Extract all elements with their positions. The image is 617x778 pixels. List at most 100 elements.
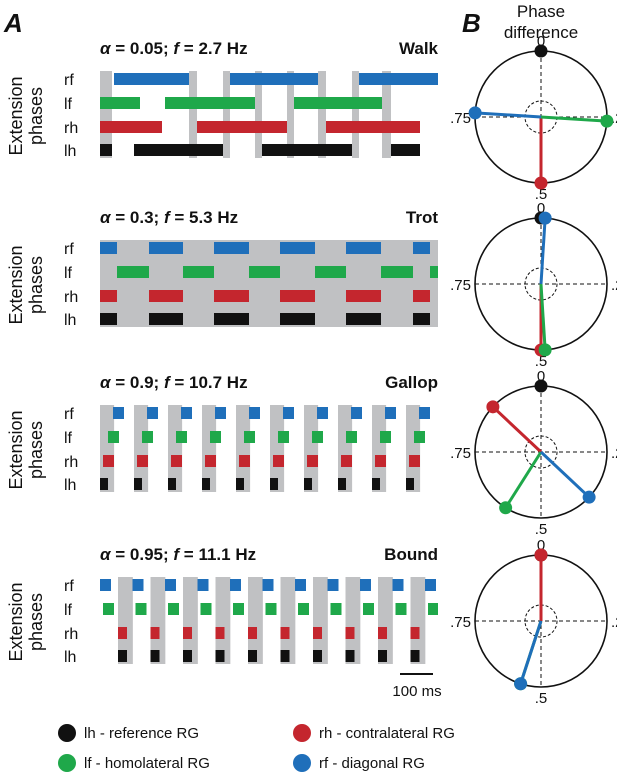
extension-bar-rf	[249, 407, 260, 419]
extension-bar-lh	[100, 478, 108, 490]
phase-difference-title-line-1: Phase	[517, 2, 565, 21]
phase-point-lf	[600, 114, 614, 128]
limb-label-rh: rh	[64, 289, 78, 306]
gait-name: Gallop	[385, 373, 438, 392]
extension-bar-rh	[280, 290, 315, 302]
phase-tick-025: .25	[611, 614, 617, 631]
y-axis-label-line-2: phases	[26, 256, 46, 314]
limb-label-rh: rh	[64, 454, 78, 471]
stance-column	[100, 405, 115, 492]
y-axis-label-line-1: Extension	[6, 245, 26, 324]
extension-bar-lf	[380, 431, 391, 443]
extension-bar-rh	[307, 455, 318, 467]
extension-bar-lh	[149, 313, 183, 325]
phase-tick-025: .25	[611, 277, 617, 294]
limb-label-rh: rh	[64, 626, 78, 643]
stance-column	[338, 405, 353, 492]
extension-bar-rh	[118, 627, 127, 639]
phase-tick-025: .25	[611, 445, 617, 462]
phase-tick-075: .75	[450, 277, 471, 294]
extension-bar-rf	[230, 73, 318, 85]
extension-bar-rh	[346, 290, 381, 302]
phase-circle-gallop: 0.25.5.75	[450, 368, 617, 538]
limb-label-lh: lh	[64, 312, 76, 329]
phase-point-rh	[486, 400, 500, 414]
phase-circle-trot: 0.25.5.75	[450, 200, 617, 370]
stance-column	[100, 71, 112, 158]
extension-bar-rf	[197, 579, 209, 591]
gait-name: Trot	[406, 208, 438, 227]
extension-bar-rh	[280, 627, 290, 639]
legend-item-rh: rh - contralateral RG	[293, 724, 455, 742]
stance-column	[378, 577, 393, 664]
extension-bar-lf	[117, 266, 149, 278]
extension-bar-lf	[165, 97, 255, 109]
phase-circle-bound: 0.25.5.75	[450, 537, 617, 707]
scale-bar-label: 100 ms	[392, 683, 441, 700]
stance-column	[134, 405, 149, 492]
limb-label-lh: lh	[64, 477, 76, 494]
extension-bar-rh	[345, 627, 355, 639]
legend-label-lh: lh - reference RG	[84, 724, 200, 742]
extension-bar-rf	[113, 407, 124, 419]
extension-bar-lh	[236, 478, 244, 490]
extension-bar-lh	[280, 650, 290, 662]
stance-column	[202, 405, 217, 492]
phase-circle-inner-dashed	[524, 267, 558, 301]
limb-label-lf: lf	[64, 430, 73, 447]
extension-bar-lf	[381, 266, 413, 278]
phase-vector-lf	[539, 283, 547, 350]
extension-bar-rf	[165, 579, 176, 591]
stance-column	[345, 577, 361, 664]
phase-tick-075: .75	[450, 614, 471, 631]
extension-bar-lh	[413, 313, 430, 325]
extension-bar-rf	[181, 407, 192, 419]
extension-bar-rf	[360, 579, 371, 591]
y-axis-label-line-1: Extension	[6, 76, 26, 155]
extension-bar-rf	[317, 407, 328, 419]
extension-bar-lh	[214, 313, 249, 325]
stance-column	[236, 405, 251, 492]
limb-label-rf: rf	[64, 406, 74, 423]
extension-bar-rh	[413, 290, 430, 302]
extension-bar-lf	[265, 603, 277, 615]
stance-column	[410, 577, 426, 664]
extension-bar-lf	[135, 603, 147, 615]
stance-column	[304, 405, 319, 492]
extension-bar-lf	[278, 431, 289, 443]
extension-bar-rf	[425, 579, 436, 591]
stance-column	[318, 71, 326, 158]
extension-bar-lh	[410, 650, 420, 662]
y-axis-label-line-2: phases	[26, 87, 46, 145]
extension-bar-rf	[413, 242, 430, 254]
legend-label-lf: lf - homolateral RG	[84, 754, 210, 772]
phase-difference-title-line-2: difference	[504, 23, 578, 42]
phase-tick-075: .75	[450, 110, 471, 127]
stance-column	[189, 71, 197, 158]
extension-bar-lf	[428, 603, 438, 615]
extension-bar-rf	[114, 73, 189, 85]
extension-bar-rh	[103, 455, 114, 467]
extension-bar-lh	[304, 478, 312, 490]
phase-vector-rf	[539, 450, 591, 499]
limb-label-lh: lh	[64, 143, 76, 160]
limb-label-rf: rf	[64, 241, 74, 258]
stance-column	[215, 577, 231, 664]
extension-bar-rf	[351, 407, 362, 419]
extension-bar-lh	[100, 313, 117, 325]
extension-bar-rh	[214, 290, 249, 302]
legend-item-lh: lh - reference RG	[58, 724, 199, 742]
extension-bar-lh	[202, 478, 210, 490]
panel-label-b: B	[462, 8, 481, 38]
lh-color-dot	[58, 724, 76, 742]
stance-column	[270, 405, 285, 492]
stance-column	[280, 577, 296, 664]
extension-bar-rh	[205, 455, 216, 467]
extension-bar-lh	[372, 478, 380, 490]
